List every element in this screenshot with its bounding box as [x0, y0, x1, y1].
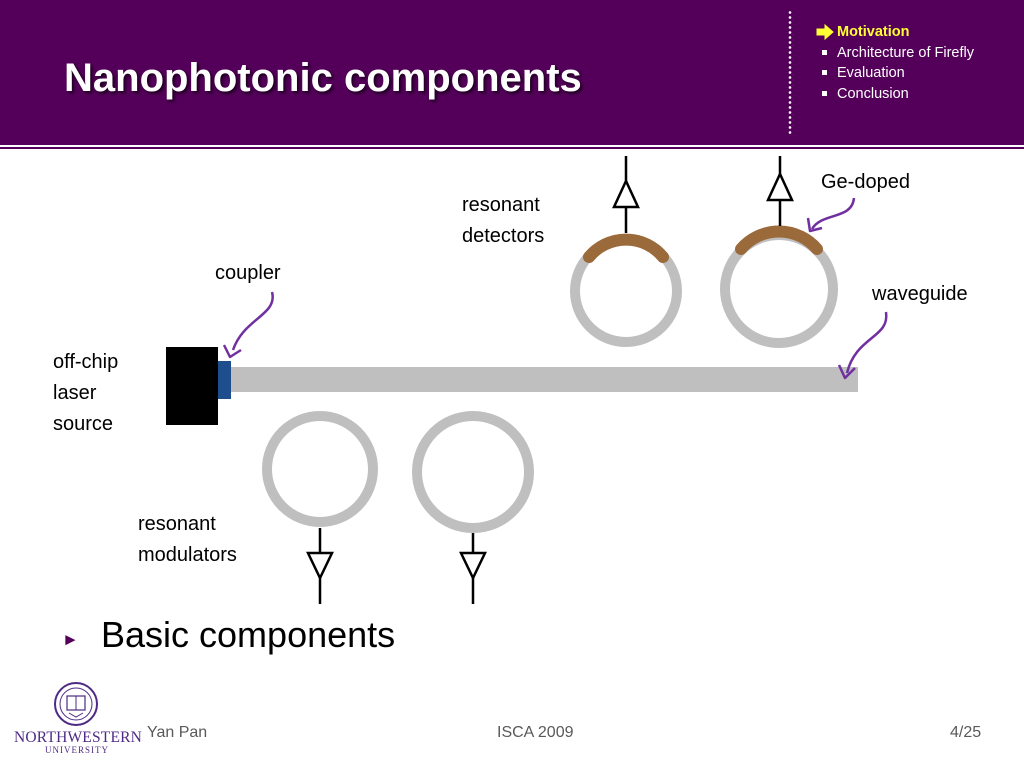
ge-doped-label: Ge-doped	[821, 171, 910, 193]
waveguide	[222, 367, 858, 392]
bullet-basic-components: Basic components	[101, 614, 396, 655]
laser-label-line: off-chip	[53, 351, 119, 373]
nav-item-architecture[interactable]: Architecture of Firefly	[818, 43, 974, 64]
university-seal-icon	[54, 682, 98, 726]
slide-title: Nanophotonic components	[64, 56, 582, 100]
section-nav: Motivation Architecture of Firefly Evalu…	[816, 22, 974, 105]
detectors-label: resonant detectors	[462, 190, 544, 252]
modulators-label-line: resonant	[138, 513, 216, 535]
coupler-pointer-arrow	[222, 291, 274, 359]
nav-item-evaluation[interactable]: Evaluation	[818, 63, 974, 84]
header-divider-line	[0, 147, 1024, 149]
waveguide-label: waveguide	[872, 283, 968, 305]
laser-label: off-chip laser source	[53, 347, 118, 440]
nav-item-label: Evaluation	[837, 65, 905, 81]
modulator-input-symbol	[459, 533, 487, 604]
nav-item-label: Architecture of Firefly	[837, 44, 974, 61]
detectors-label-line: resonant	[462, 194, 540, 216]
nav-item-conclusion[interactable]: Conclusion	[818, 84, 974, 105]
logo-name: NORTHWESTERN	[14, 729, 143, 746]
northwestern-logo: NORTHWESTERN UNIVERSITY	[14, 680, 144, 760]
coupler	[218, 361, 231, 399]
logo-sub: UNIVERSITY	[45, 745, 109, 755]
modulators-label-line: modulators	[138, 544, 237, 566]
detector-output-symbol	[612, 156, 640, 233]
footer-venue: ISCA 2009	[497, 724, 574, 741]
nav-item-label: Motivation	[837, 24, 910, 40]
laser-source-block	[166, 347, 218, 425]
square-bullet-icon	[822, 90, 827, 96]
slide-header	[0, 0, 1024, 145]
laser-label-line: laser	[53, 382, 97, 404]
modulator-ring	[262, 411, 378, 527]
nav-item-motivation[interactable]: Motivation	[816, 22, 974, 43]
modulator-input-symbol	[306, 528, 334, 604]
nav-item-label: Conclusion	[837, 85, 909, 102]
modulators-label: resonant modulators	[138, 509, 237, 571]
arrow-right-icon	[816, 24, 834, 40]
square-bullet-icon	[822, 70, 827, 75]
detector-output-symbol	[766, 156, 794, 226]
detectors-label-line: detectors	[462, 225, 545, 247]
footer-page-number: 4/25	[950, 724, 982, 741]
triangle-bullet-icon: ►	[62, 630, 79, 649]
ge-doped-arc	[735, 225, 823, 255]
modulator-ring	[412, 411, 534, 533]
ge-doped-arc	[583, 233, 669, 263]
section-nav-dotted-divider	[788, 10, 792, 136]
square-bullet-icon	[822, 49, 827, 55]
ge-doped-pointer-arrow	[806, 197, 856, 233]
footer-author: Yan Pan	[147, 724, 208, 741]
laser-label-line: source	[53, 413, 114, 435]
coupler-label: coupler	[215, 262, 281, 284]
waveguide-pointer-arrow	[837, 311, 888, 380]
